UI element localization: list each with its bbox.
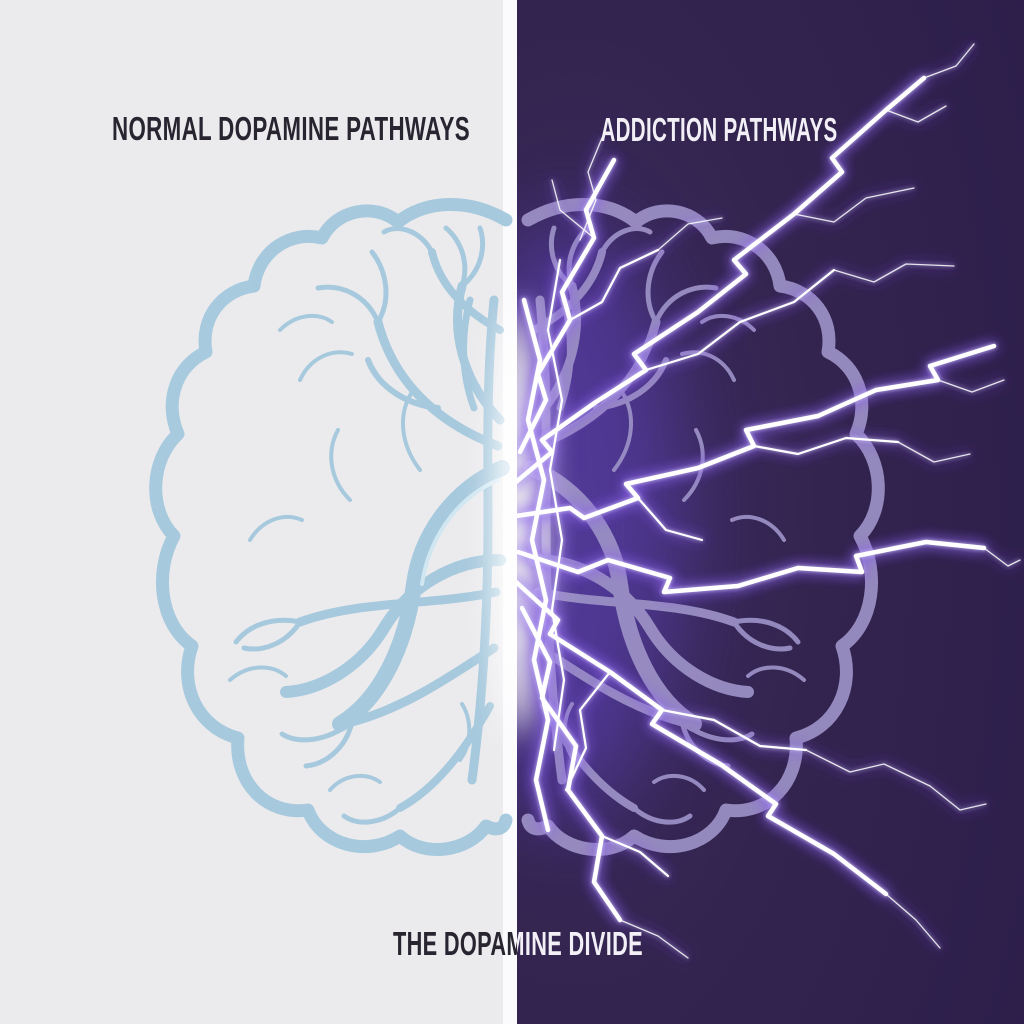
brain-highlight-stroke — [420, 478, 500, 586]
left-panel-title: NORMAL DOPAMINE PATHWAYS — [112, 110, 470, 147]
lightning-bolts — [517, 43, 1021, 959]
footer-title-right-half: THE DOPAMINE DIVIDE — [393, 925, 643, 962]
healthy-brain-illustration — [156, 204, 506, 849]
right-panel-title: ADDICTION PATHWAYS — [601, 111, 838, 148]
footer-title-left-half: THE DOPAMINE DIVIDE — [393, 925, 643, 962]
